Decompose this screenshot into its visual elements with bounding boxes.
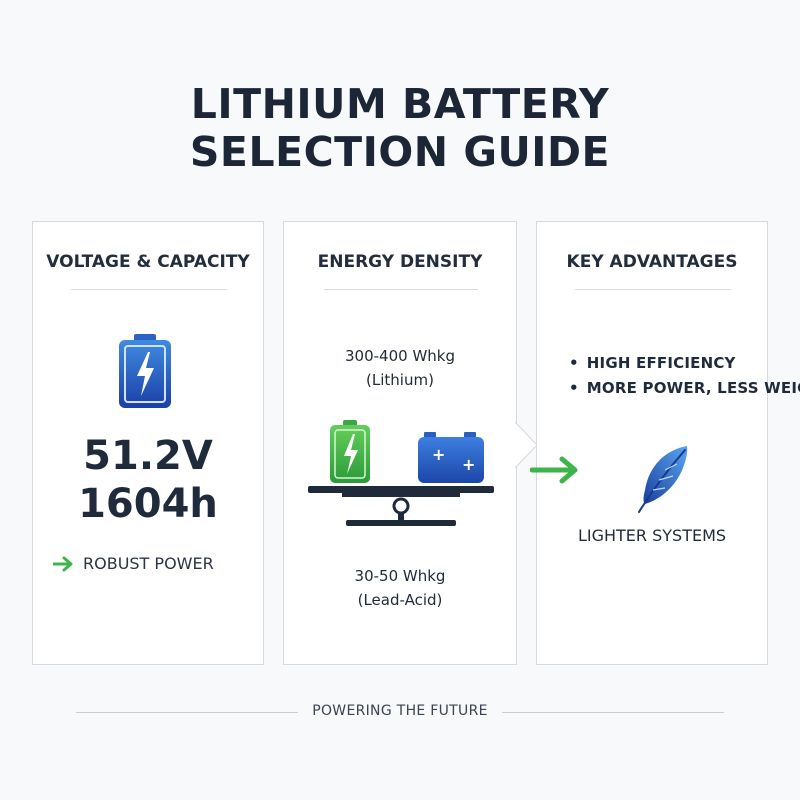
- lithium-battery-icon: [330, 420, 370, 483]
- lighter-systems-label: LIGHTER SYSTEMS: [577, 526, 727, 545]
- card-divider: [575, 289, 731, 290]
- page-title-line-1: LITHIUM BATTERY: [190, 80, 610, 128]
- key-advantages-card: KEY ADVANTAGES • HIGH EFFICIENCY • MORE PO…: [536, 221, 800, 665]
- battery-charging-icon: [119, 334, 171, 408]
- advantage-item-label: HIGH EFFICIENCY: [586, 354, 736, 372]
- lead-acid-density-label: (Lead-Acid): [357, 591, 443, 609]
- capacity-value: 1604h: [78, 481, 218, 527]
- bullet: •: [569, 379, 579, 397]
- advantage-item: • MORE POWER, LESS WEIGHT: [569, 379, 800, 397]
- footer-rule-left: [76, 712, 298, 713]
- robust-power-note: ROBUST POWER: [53, 554, 214, 573]
- lead-acid-density-value: 30-50 Whkg: [354, 567, 446, 585]
- arrow-right-icon: [53, 556, 73, 571]
- page-title: LITHIUM BATTERY SELECTION GUIDE: [0, 80, 800, 176]
- lithium-density-value: 300-400 Whkg: [345, 347, 455, 365]
- svg-text:+: +: [432, 445, 445, 464]
- energy-density-card: ENERGY DENSITY 300-400 Whkg (Lithium): [283, 221, 517, 665]
- bullet: •: [569, 354, 579, 372]
- arrow-right-icon: [530, 456, 578, 484]
- card-title-density: ENERGY DENSITY: [317, 252, 483, 272]
- voltage-capacity-card: VOLTAGE & CAPACITY 51.2V 1604h ROBUST PO…: [32, 221, 264, 665]
- lithium-density-label: (Lithium): [366, 371, 434, 389]
- lead-acid-battery-icon: + +: [418, 432, 484, 483]
- card-divider: [71, 289, 227, 290]
- card-title-advantages: KEY ADVANTAGES: [566, 252, 738, 272]
- lead-acid-density: 30-50 Whkg (Lead-Acid): [284, 564, 516, 612]
- scale-icon: + +: [308, 420, 494, 526]
- lithium-density: 300-400 Whkg (Lithium): [284, 344, 516, 392]
- advantage-item-label: MORE POWER, LESS WEIGHT: [586, 379, 800, 397]
- feather-icon: [638, 446, 688, 513]
- svg-text:+: +: [462, 455, 475, 474]
- footer-rule-right: [502, 712, 724, 713]
- footer-tagline: POWERING THE FUTURE: [312, 703, 488, 719]
- advantage-item: • HIGH EFFICIENCY: [569, 354, 736, 372]
- card-title-voltage: VOLTAGE & CAPACITY: [46, 252, 250, 272]
- voltage-value: 51.2V: [83, 433, 213, 479]
- page-title-line-2: SELECTION GUIDE: [189, 128, 611, 176]
- card-divider: [324, 289, 478, 290]
- robust-power-label: ROBUST POWER: [83, 554, 214, 573]
